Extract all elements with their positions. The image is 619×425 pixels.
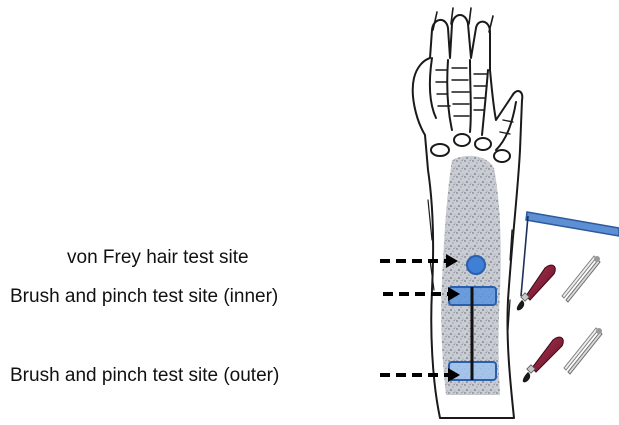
von-frey-site-label: von Frey hair test site — [67, 247, 249, 269]
forceps-icon — [564, 328, 602, 374]
dashed-arrow-icon — [380, 261, 450, 375]
forceps-icon — [562, 256, 600, 302]
brush-inner-site-label: Brush and pinch test site (inner) — [10, 286, 278, 308]
brush-outer-site-label: Brush and pinch test site (outer) — [10, 365, 279, 387]
paintbrush-icon — [523, 337, 563, 382]
von-frey-site-marker — [467, 256, 485, 274]
